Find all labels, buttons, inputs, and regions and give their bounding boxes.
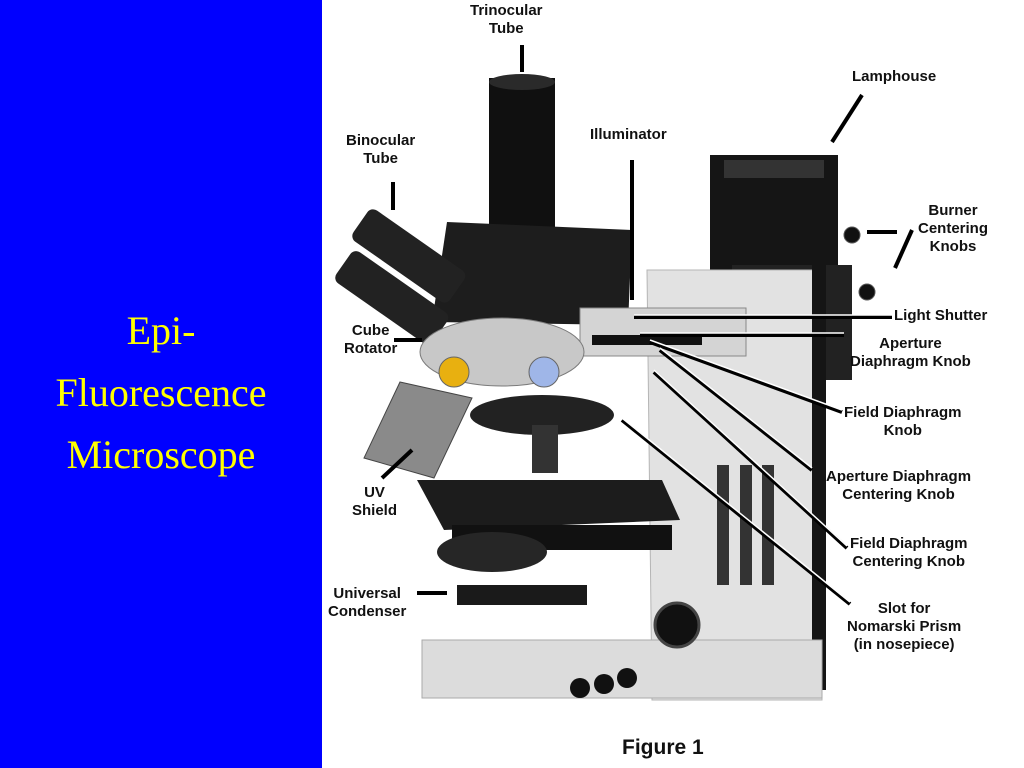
label-aperture-diaphragm-centering-knob: Aperture Diaphragm Centering Knob [826, 468, 972, 503]
leader-lines [380, 45, 914, 606]
leader-highlights [621, 314, 892, 603]
label-burner-centering-knobs: Burner Centering Knobs [918, 202, 989, 255]
filter-cube-blue [528, 356, 560, 388]
slide-title: Epi- Fluorescence Microscope [0, 300, 322, 486]
label-uv-shield: UV Shield [352, 484, 398, 519]
leader-aperture-centering [658, 348, 814, 472]
trinocular-tube-top [489, 74, 555, 90]
label-field-diaphragm-centering-knob: Field Diaphragm Centering Knob [850, 535, 968, 570]
nosepiece [470, 395, 614, 435]
burner-knob-lower [858, 283, 876, 301]
eyepiece-left [352, 209, 466, 303]
leader-lamphouse [830, 93, 864, 144]
microscope-base [421, 639, 823, 699]
title-panel: Epi- Fluorescence Microscope [0, 0, 322, 768]
base-knob-1 [570, 678, 590, 698]
figure-caption: Figure 1 [622, 736, 704, 759]
label-cube-rotator: Cube Rotator [344, 322, 398, 357]
leader-uv-shield [380, 448, 414, 480]
uv-shield-plate [363, 381, 473, 479]
microscope-stage [417, 480, 680, 530]
leader-slot-nomarski [620, 418, 852, 606]
microscope-figure: Trinocular Tube Lamphouse Binocular Tube… [322, 0, 1024, 768]
eyepiece-right [335, 251, 449, 345]
label-slot-for-nomarski-prism: Slot for Nomarski Prism (in nosepiece) [847, 600, 962, 653]
label-universal-condenser: Universal Condenser [328, 585, 407, 620]
objective-lens [532, 425, 558, 473]
leader-burner-knobs [893, 229, 914, 269]
slide-title-line-1: Epi- [126, 308, 196, 353]
label-light-shutter: Light Shutter [894, 307, 988, 324]
microscope-head [432, 222, 632, 325]
label-field-diaphragm-knob: Field Diaphragm Knob [844, 404, 962, 439]
condenser-body [437, 532, 547, 572]
slide-title-line-2: Fluorescence [55, 370, 267, 415]
label-lamphouse: Lamphouse [852, 68, 937, 85]
label-illuminator: Illuminator [590, 126, 667, 143]
condenser-mount [457, 585, 587, 605]
arm-slot-2 [740, 465, 752, 585]
microscope-arm [646, 269, 823, 701]
leader-field-centering [652, 370, 849, 550]
leader-field-diaphragm [649, 340, 843, 414]
microscope-illustration [335, 45, 914, 701]
arm-dark-strip [812, 260, 826, 690]
filter-cube-yellow [438, 356, 470, 388]
base-knob-2 [594, 674, 614, 694]
lamphouse-vents [724, 160, 824, 178]
diaphragm-slider [592, 335, 702, 345]
arm-slot-1 [717, 465, 729, 585]
base-knob-3 [617, 668, 637, 688]
focus-knob [653, 601, 701, 649]
label-trinocular-tube: Trinocular Tube [470, 2, 543, 37]
arm-slot-3 [762, 465, 774, 585]
label-aperture-diaphragm-knob: Aperture Diaphragm Knob [850, 335, 971, 370]
burner-knob-upper [843, 226, 861, 244]
label-binocular-tube: Binocular Tube [346, 132, 416, 167]
slide-title-line-3: Microscope [66, 432, 256, 477]
